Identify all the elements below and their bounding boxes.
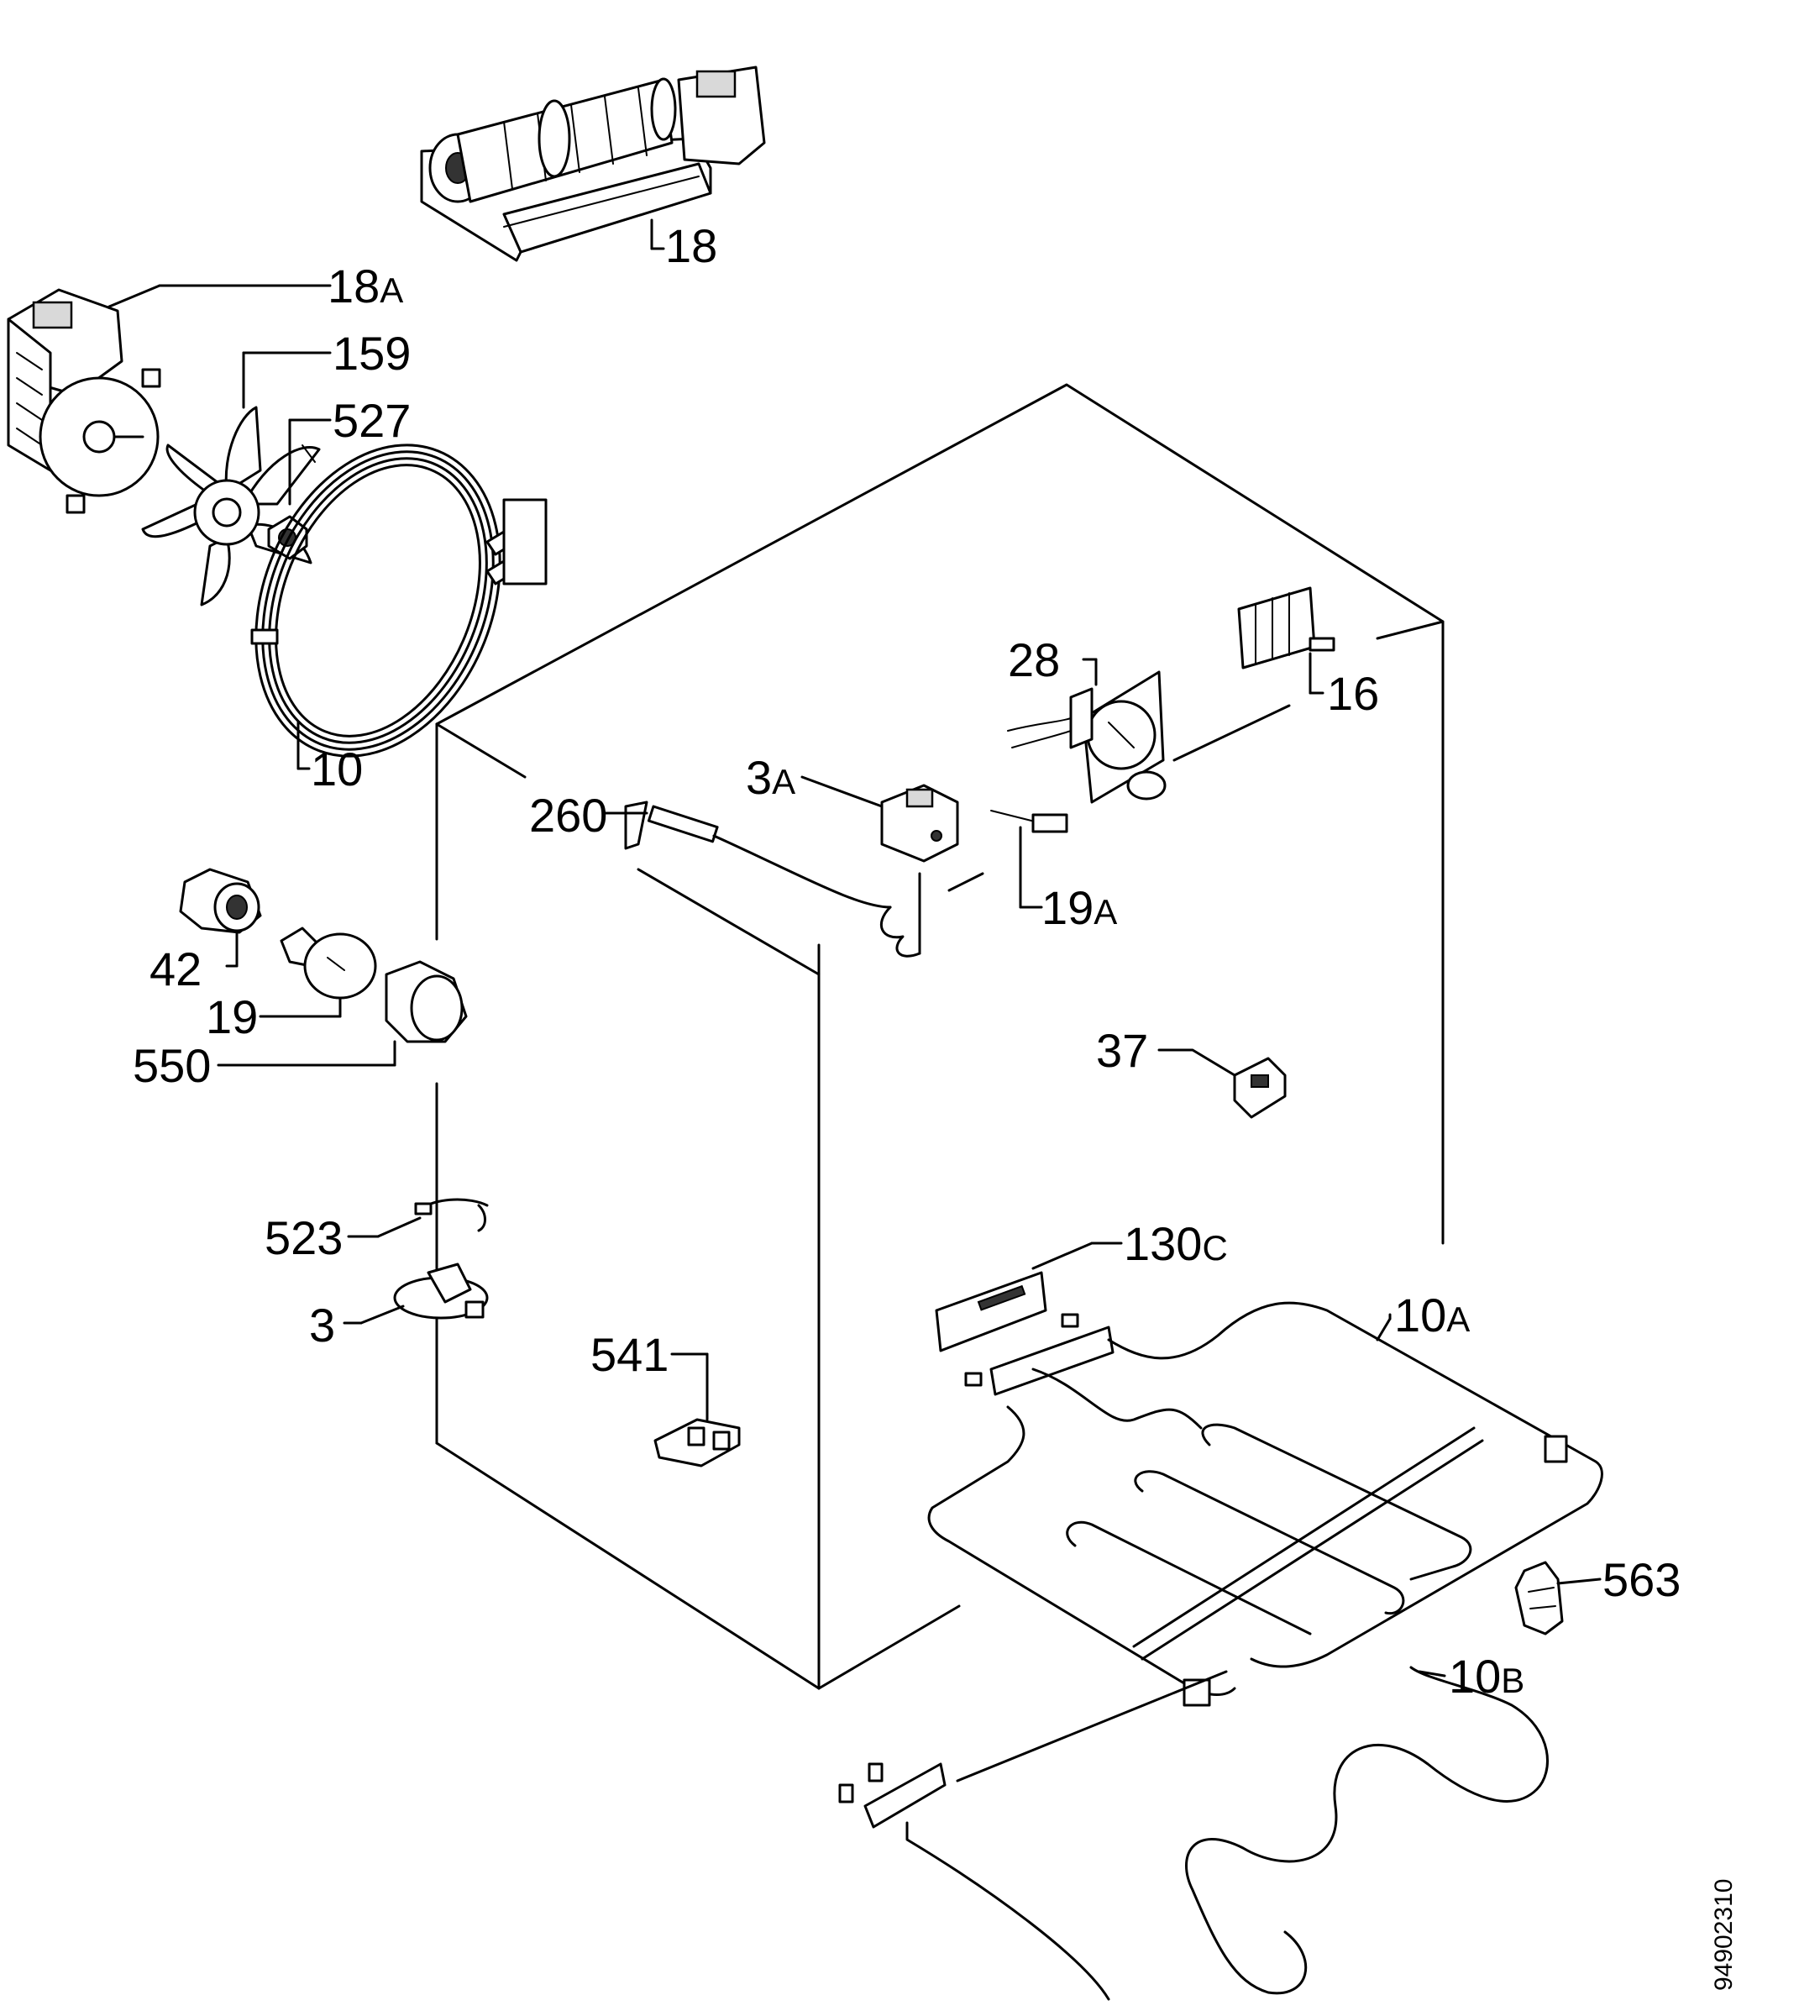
- label-37: 37: [1096, 1024, 1148, 1077]
- element-bracket-part: [935, 1242, 1123, 1396]
- label-3: 3: [309, 1299, 335, 1352]
- label-16: 16: [1327, 667, 1379, 720]
- label-18a: 18A: [328, 260, 403, 312]
- temperature-sensor-part: [601, 801, 921, 958]
- part-labels: 18 18A 159 527 10 28 16 3A 260 19A 42 19…: [133, 219, 1681, 1703]
- circular-heating-element-part: [250, 444, 548, 770]
- label-260: 260: [529, 789, 607, 842]
- terminal-block-part: [1157, 1048, 1287, 1119]
- label-18: 18: [665, 219, 717, 272]
- lower-heating-element-part: [838, 1666, 1549, 2001]
- oven-light-part: [947, 810, 1068, 909]
- thermal-cutout-part: [343, 1263, 489, 1325]
- label-10a: 10A: [1394, 1289, 1470, 1341]
- label-527: 527: [333, 394, 411, 447]
- lamp-cover-part: [217, 960, 468, 1067]
- label-28: 28: [1008, 633, 1060, 686]
- label-10: 10: [311, 743, 363, 795]
- grill-element-part: [927, 1301, 1603, 1707]
- label-10b: 10B: [1449, 1650, 1524, 1703]
- document-id: 94902310: [1710, 1879, 1738, 1991]
- label-159: 159: [333, 327, 411, 380]
- fan-blade-part: [141, 351, 332, 606]
- tangential-fan-part: [420, 66, 766, 262]
- selector-switch-part: [1237, 586, 1335, 695]
- label-563: 563: [1602, 1553, 1681, 1606]
- connector-part: [653, 1352, 741, 1467]
- oven-cabinet-outline: [435, 383, 1445, 1690]
- thermostat-part: [800, 775, 959, 863]
- label-523: 523: [265, 1211, 343, 1264]
- lamp-bulb-part: [259, 927, 377, 1018]
- lamp-holder-part: [179, 868, 262, 968]
- label-19: 19: [206, 990, 258, 1043]
- knob-part: [1514, 1561, 1602, 1635]
- clip-part: [347, 1198, 489, 1238]
- label-42: 42: [149, 942, 202, 995]
- label-3a: 3A: [746, 751, 795, 804]
- label-550: 550: [133, 1039, 211, 1092]
- fan-motor-part: [7, 284, 332, 514]
- label-19a: 19A: [1041, 881, 1117, 934]
- label-130c: 130C: [1124, 1217, 1228, 1270]
- label-541: 541: [590, 1328, 669, 1381]
- timer-part: [1007, 658, 1291, 804]
